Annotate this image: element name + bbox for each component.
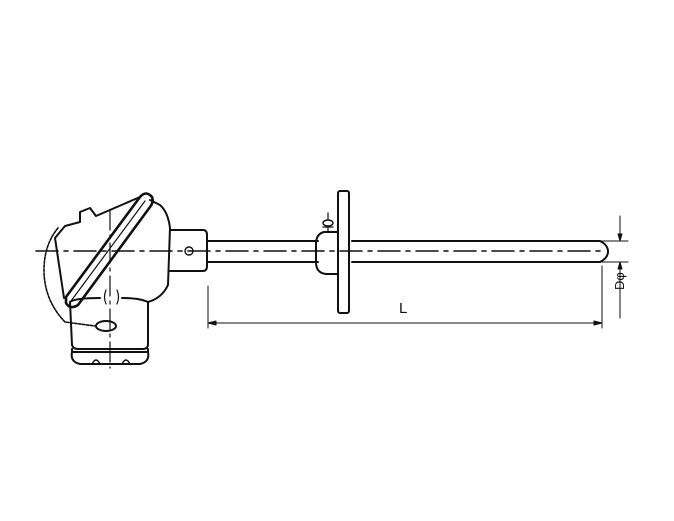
dimension-l bbox=[207, 265, 603, 329]
length-label: L bbox=[399, 300, 408, 317]
junction-head bbox=[54, 192, 171, 350]
flange bbox=[315, 190, 350, 314]
protection-tube bbox=[206, 240, 601, 263]
cable-gland bbox=[70, 320, 150, 365]
dimension-d bbox=[601, 215, 629, 319]
diameter-label: Dφ bbox=[612, 272, 627, 290]
cover-chain bbox=[43, 227, 96, 327]
probe-tip bbox=[599, 240, 609, 263]
